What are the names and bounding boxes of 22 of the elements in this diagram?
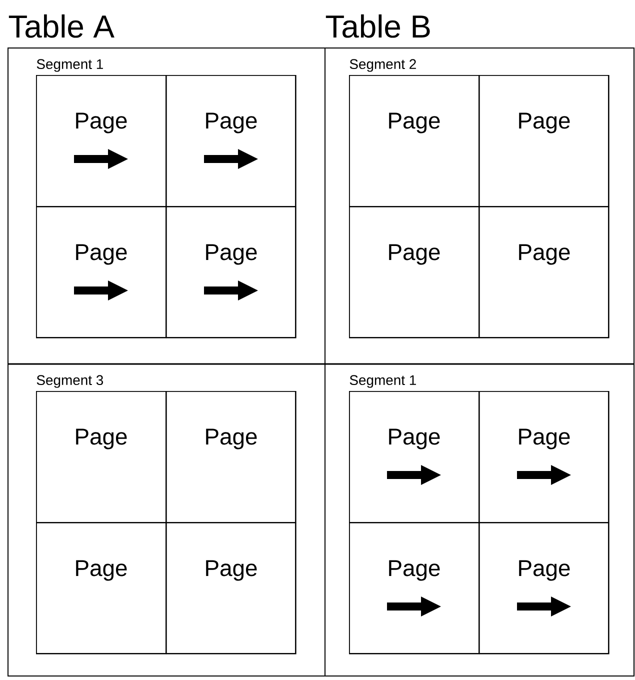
page-cell: Page	[166, 206, 296, 338]
page-cell: Page	[166, 75, 296, 207]
page-cell: Page	[479, 391, 610, 523]
page-cell: Page	[349, 391, 480, 523]
page-cell: Page	[166, 391, 296, 523]
node-label: Segment 1	[350, 375, 416, 388]
node-label: Segment 1	[36, 59, 103, 72]
page-cell: Page	[36, 391, 166, 523]
page-cell: Page	[479, 206, 610, 338]
page-cell: Page	[36, 206, 166, 338]
page-cell: Page	[479, 522, 610, 654]
page-cell: Page	[36, 75, 166, 207]
page-cell: Page	[349, 206, 480, 338]
page-cell: Page	[166, 522, 296, 654]
page-cell: Page	[349, 522, 480, 654]
node-label: Table A	[8, 14, 114, 38]
page-cell: Page	[36, 522, 166, 654]
node-label: Table B	[326, 14, 430, 38]
page-cell: Page	[479, 75, 610, 207]
node-label: Segment 2	[350, 59, 416, 72]
page-cell: Page	[349, 75, 480, 207]
node-label: Segment 3	[36, 375, 104, 388]
